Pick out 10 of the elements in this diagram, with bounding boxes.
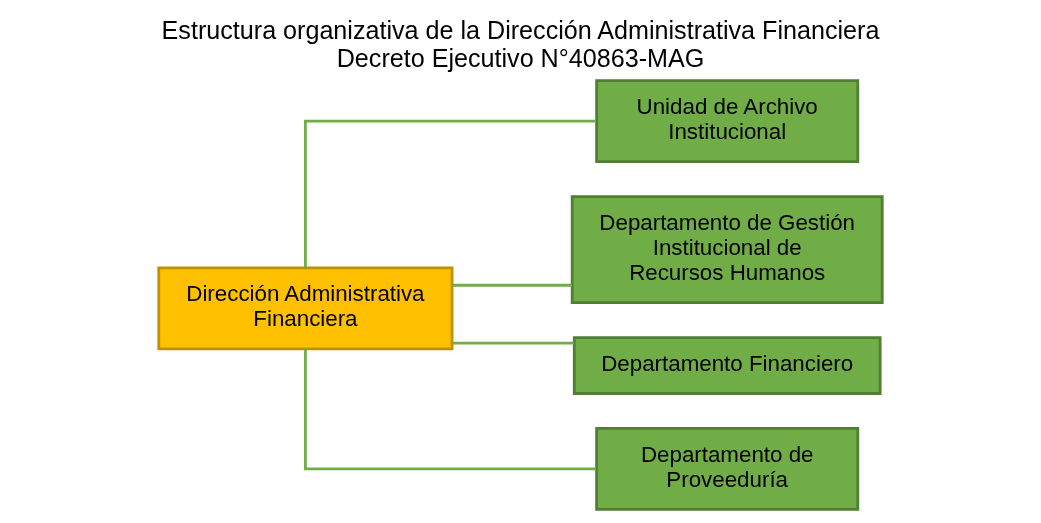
connector	[304, 119, 597, 268]
node-box: Departamento Financiero	[572, 336, 882, 395]
node-box: Dirección Administrativa Financiera	[157, 266, 454, 351]
diagram-title: Estructura organizativa de la Dirección Administrativa Financiera Decreto Ejecutivo N°40863-MAG	[161, 16, 880, 73]
node-box: Departamento de Gestión Institucional de Recursos Humanos	[570, 195, 884, 305]
connector	[452, 341, 574, 345]
node-box: Departamento de Proveeduría	[595, 427, 860, 511]
connector	[452, 283, 572, 287]
connector	[304, 348, 597, 471]
node-box: Unidad de Archivo Institucional	[595, 79, 860, 164]
